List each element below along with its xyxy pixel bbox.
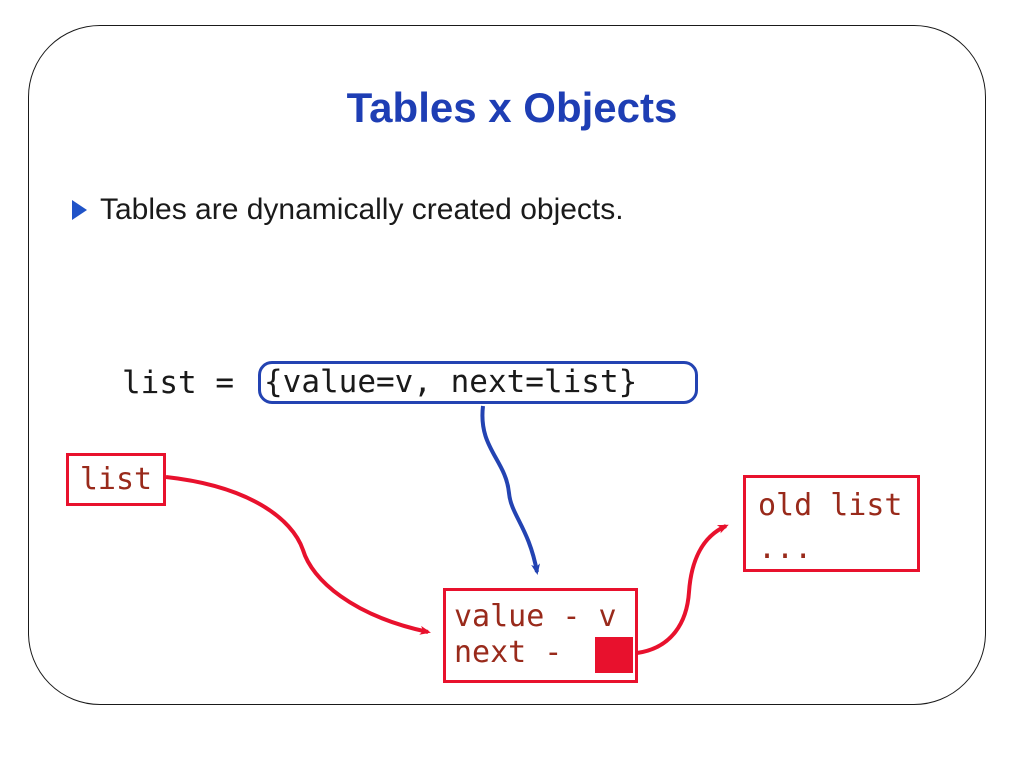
bullet-triangle-icon <box>72 200 87 220</box>
old-list-box: old list... <box>743 475 920 572</box>
table-constructor-code: {value=v, next=list} <box>264 364 638 400</box>
bullet-text: Tables are dynamically created objects. <box>100 193 624 226</box>
list-variable-box: list <box>66 453 166 506</box>
old-list-ellipsis: ... <box>758 531 813 566</box>
node-next-field: next - <box>454 635 581 670</box>
old-list-label: old list <box>758 488 903 523</box>
slide-title: Tables x Objects <box>346 84 678 131</box>
code-assignment-prefix: list = <box>122 365 253 401</box>
table-constructor-highlight-box: {value=v, next=list} <box>258 361 698 404</box>
bullet-item: Tables are dynamically created objects. <box>72 193 624 227</box>
next-pointer-square <box>595 637 633 673</box>
node-value-field: value - v <box>454 599 617 634</box>
